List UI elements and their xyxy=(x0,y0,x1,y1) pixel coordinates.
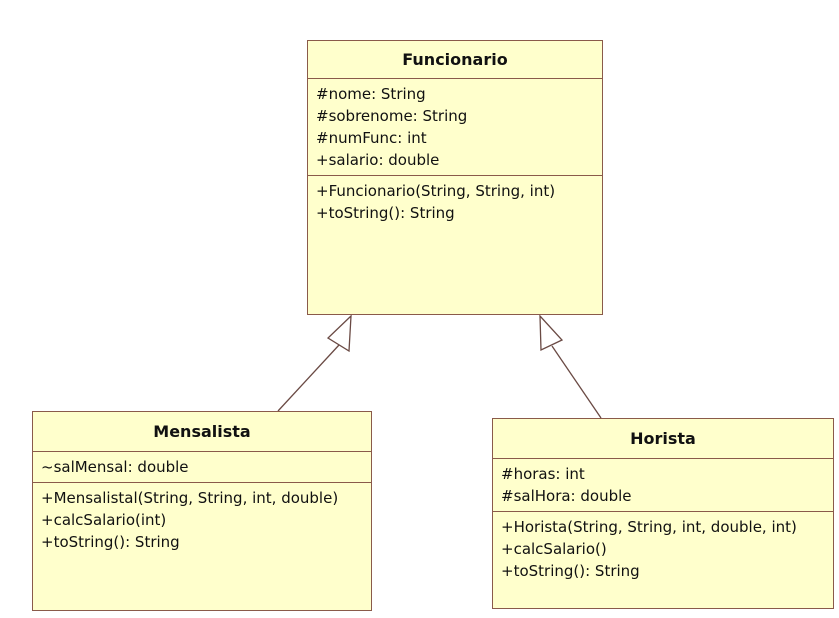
operation: +calcSalario(int) xyxy=(41,511,167,529)
operation: +toString(): String xyxy=(501,562,640,580)
class-mensalista[interactable]: Mensalista ~salMensal: double +Mensalist… xyxy=(32,411,372,611)
operation: +Mensalistal(String, String, int, double… xyxy=(41,489,339,507)
operation: +calcSalario() xyxy=(501,540,607,558)
attribute: ~salMensal: double xyxy=(41,458,189,476)
class-name-mensalista: Mensalista xyxy=(33,412,371,452)
generalization-arrowhead-horista xyxy=(539,314,564,352)
operation: +toString(): String xyxy=(41,533,180,551)
operation: +Funcionario(String, String, int) xyxy=(316,182,556,200)
edge-mensalista-funcionario xyxy=(277,344,340,412)
operations-horista: +Horista(String, String, int, double, in… xyxy=(493,512,833,586)
attribute: #horas: int xyxy=(501,465,585,483)
edge-horista-funcionario xyxy=(551,345,602,419)
class-funcionario[interactable]: Funcionario #nome: String #sobrenome: St… xyxy=(307,40,603,315)
operation: +toString(): String xyxy=(316,204,455,222)
attributes-horista: #horas: int #salHora: double xyxy=(493,459,833,512)
operations-mensalista: +Mensalistal(String, String, int, double… xyxy=(33,483,371,557)
attribute: +salario: double xyxy=(316,151,440,169)
attribute: #sobrenome: String xyxy=(316,107,468,125)
class-name-funcionario: Funcionario xyxy=(308,41,602,79)
operations-funcionario: +Funcionario(String, String, int) +toStr… xyxy=(308,176,602,228)
attributes-funcionario: #nome: String #sobrenome: String #numFun… xyxy=(308,79,602,176)
attribute: #nome: String xyxy=(316,85,426,103)
attribute: #salHora: double xyxy=(501,487,632,505)
operation: +Horista(String, String, int, double, in… xyxy=(501,518,797,536)
attribute: #numFunc: int xyxy=(316,129,427,147)
class-horista[interactable]: Horista #horas: int #salHora: double +Ho… xyxy=(492,418,834,609)
attributes-mensalista: ~salMensal: double xyxy=(33,452,371,483)
generalization-arrowhead-mensalista xyxy=(326,314,352,353)
class-name-horista: Horista xyxy=(493,419,833,459)
